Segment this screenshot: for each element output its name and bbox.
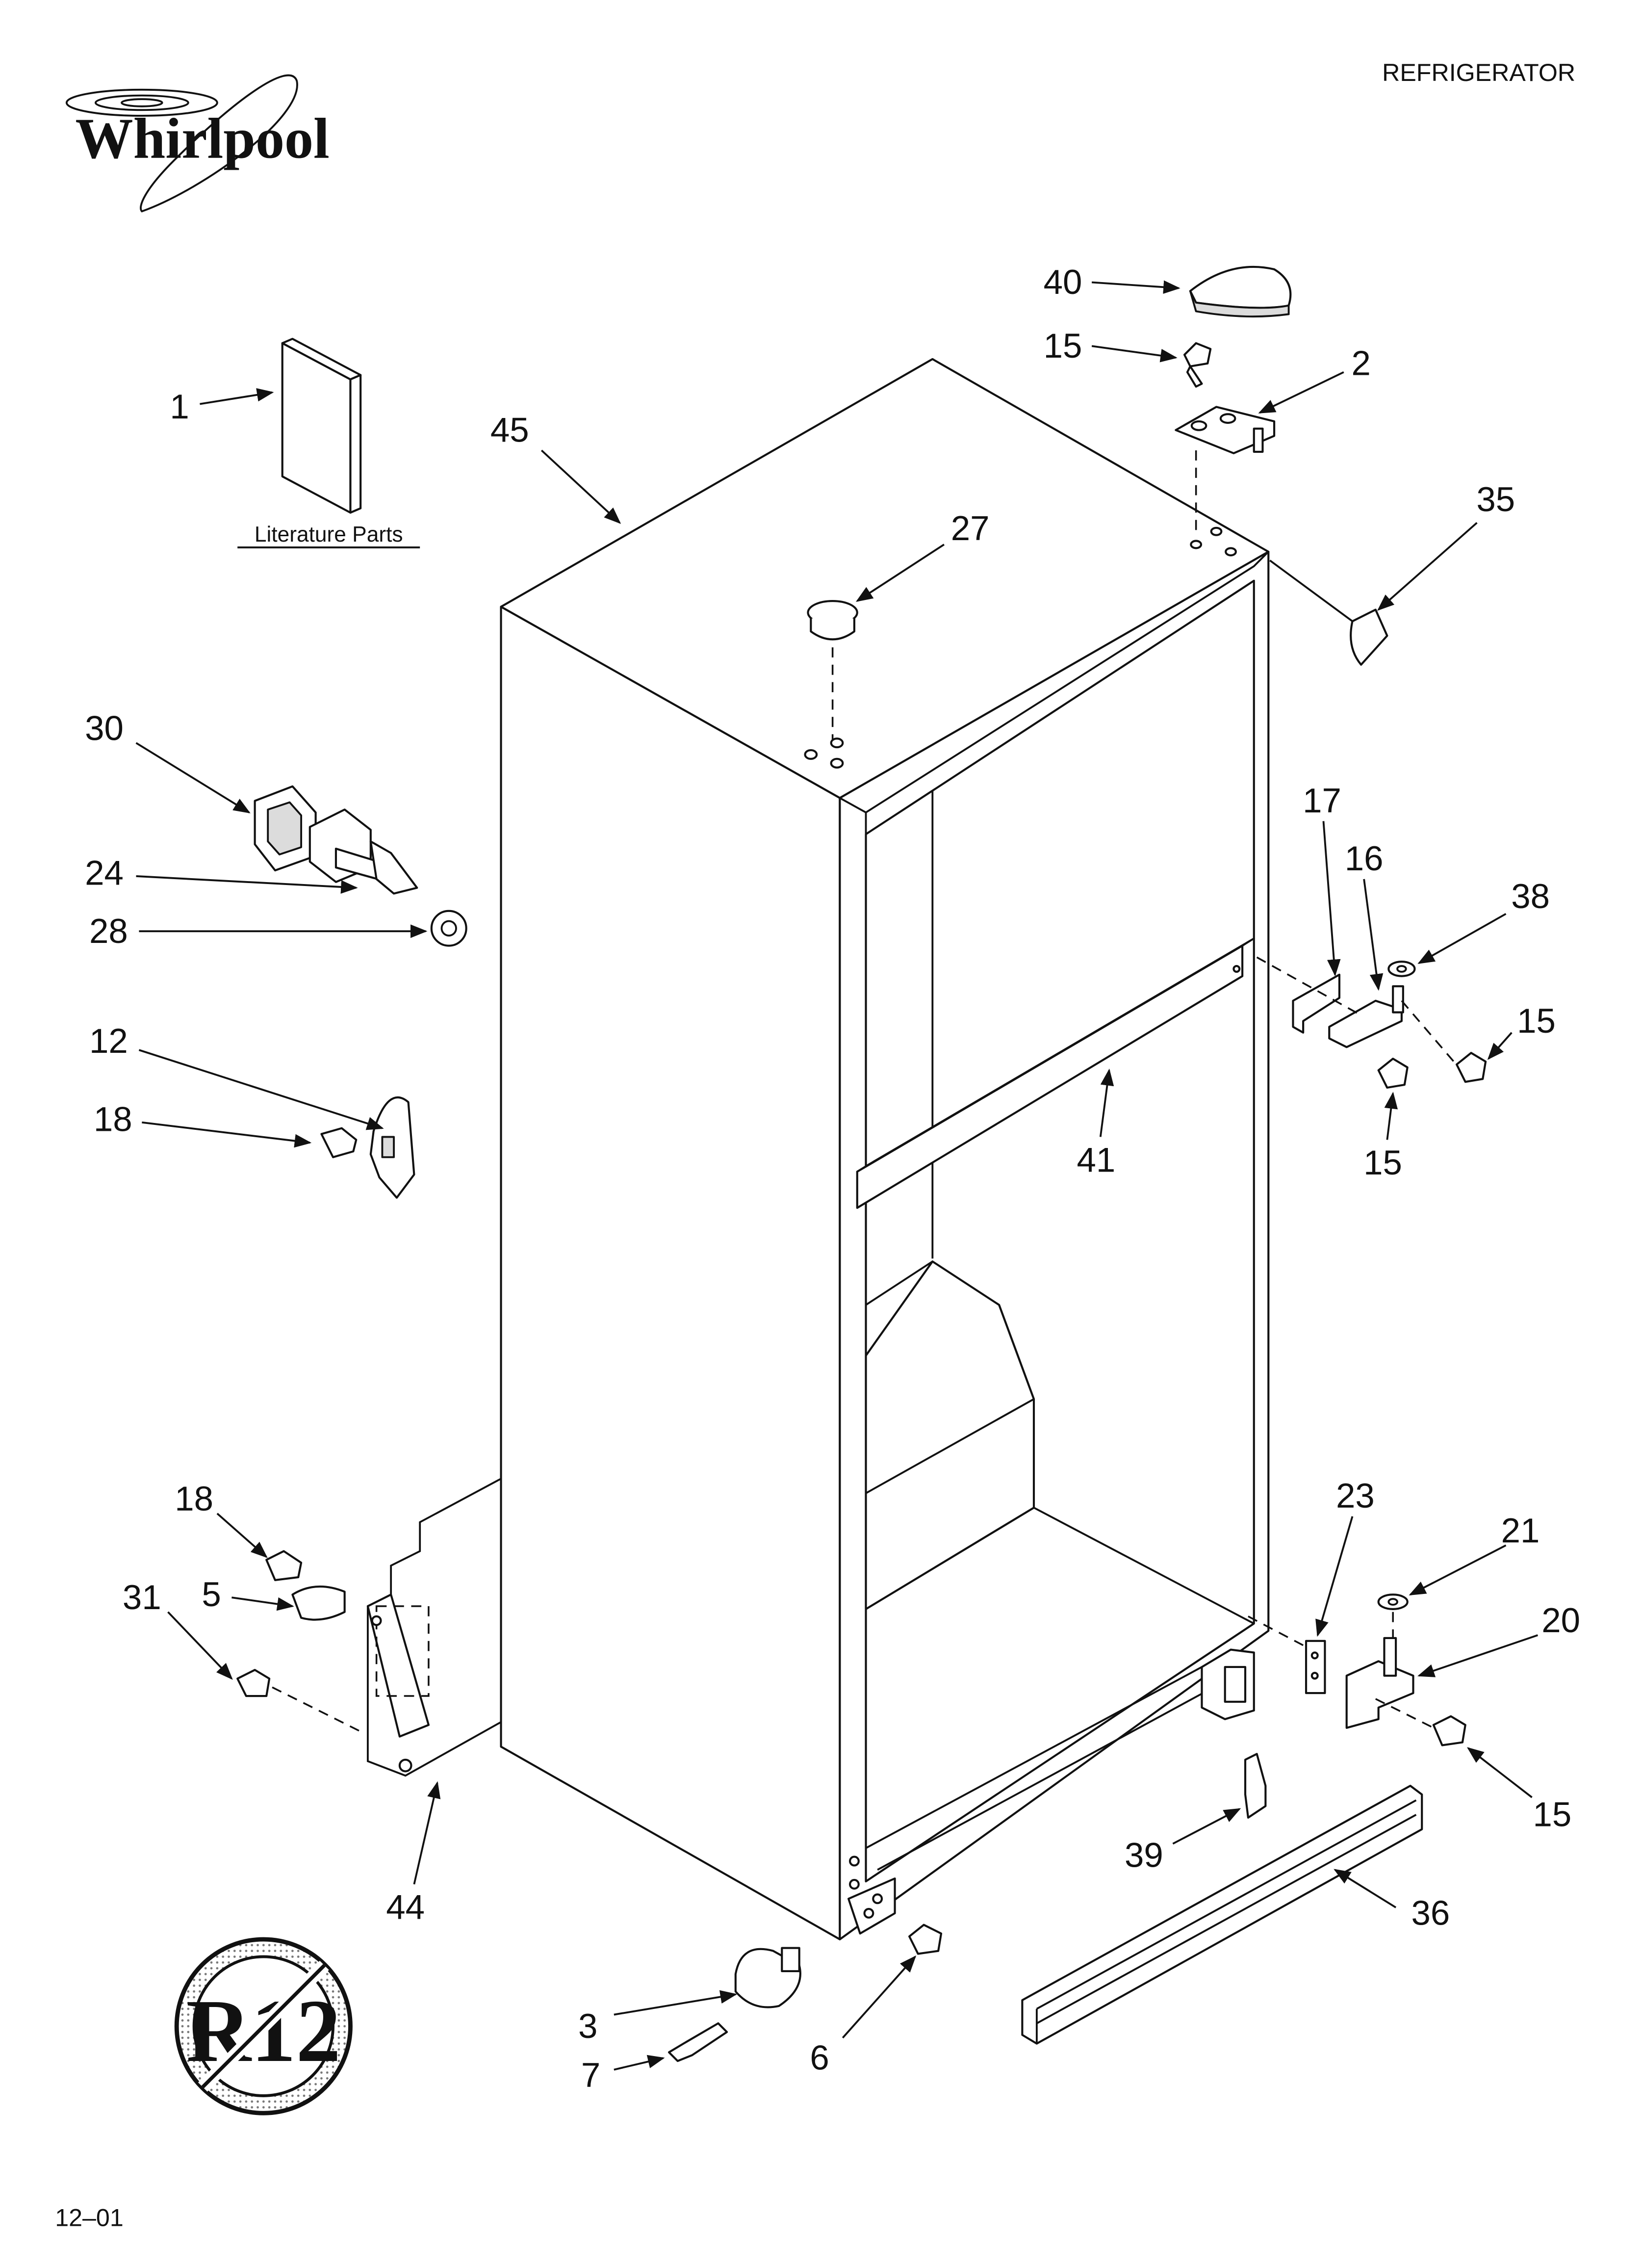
- callout-18-left: 18: [94, 1100, 132, 1139]
- callout-36: 36: [1411, 1894, 1450, 1933]
- callout-15-top: 15: [1044, 327, 1082, 365]
- callout-12: 12: [89, 1022, 128, 1061]
- door-stop-assembly: [254, 785, 467, 947]
- callout-27: 27: [951, 509, 990, 548]
- callout-31: 31: [123, 1578, 161, 1617]
- divider-rail: [856, 938, 1255, 1209]
- callout-labels: 1 45 27 40 15 2 35 30 24 28 12 18 17 16 …: [85, 263, 1580, 2095]
- callout-39: 39: [1125, 1836, 1163, 1875]
- callout-17: 17: [1303, 782, 1341, 820]
- callout-20: 20: [1541, 1601, 1580, 1640]
- callout-23: 23: [1336, 1477, 1375, 1515]
- callout-5: 5: [202, 1575, 221, 1614]
- refrigerator-cabinet: [500, 358, 1270, 1941]
- callout-40: 40: [1044, 263, 1082, 302]
- callout-44: 44: [386, 1888, 425, 1927]
- leader-lines: [135, 280, 1539, 2071]
- callout-2: 2: [1352, 344, 1371, 383]
- rear-bracket-assembly: [236, 1478, 502, 1777]
- brand-name: Whirlpool: [76, 106, 330, 171]
- callout-16: 16: [1345, 839, 1384, 878]
- top-hinge: [1175, 342, 1276, 538]
- literature-part: Literature Parts: [237, 338, 420, 548]
- callout-45: 45: [490, 411, 529, 449]
- callout-18-lower: 18: [175, 1480, 213, 1518]
- hole-plug: [807, 600, 858, 740]
- callout-35: 35: [1476, 480, 1515, 519]
- callout-1: 1: [170, 388, 189, 426]
- callout-24: 24: [85, 854, 124, 893]
- callout-3: 3: [578, 2007, 597, 2046]
- callout-15-mid: 15: [1517, 1002, 1556, 1041]
- whirlpool-logo: Whirlpool: [65, 74, 330, 213]
- base-grille: [1021, 1753, 1423, 2045]
- callout-30: 30: [85, 709, 124, 748]
- hinge-cover: [1189, 265, 1292, 318]
- callout-28: 28: [89, 912, 128, 951]
- date-code: 12–01: [55, 2204, 124, 2232]
- callout-15-bottom: 15: [1533, 1796, 1572, 1834]
- callout-38: 38: [1511, 877, 1550, 916]
- leveling-assembly: [667, 1877, 943, 2062]
- bottom-hinge: [1201, 1593, 1466, 1747]
- callout-6: 6: [810, 2039, 829, 2078]
- callout-41: 41: [1077, 1141, 1116, 1179]
- callout-21: 21: [1501, 1512, 1540, 1550]
- literature-caption: Literature Parts: [255, 522, 403, 547]
- callout-7: 7: [581, 2056, 600, 2095]
- center-hinge: [1256, 956, 1487, 1089]
- no-r12-icon: R12: [174, 1937, 353, 2115]
- callout-15-lower: 15: [1363, 1144, 1402, 1182]
- product-type: REFRIGERATOR: [1382, 59, 1575, 86]
- corner-trim: [1350, 608, 1388, 666]
